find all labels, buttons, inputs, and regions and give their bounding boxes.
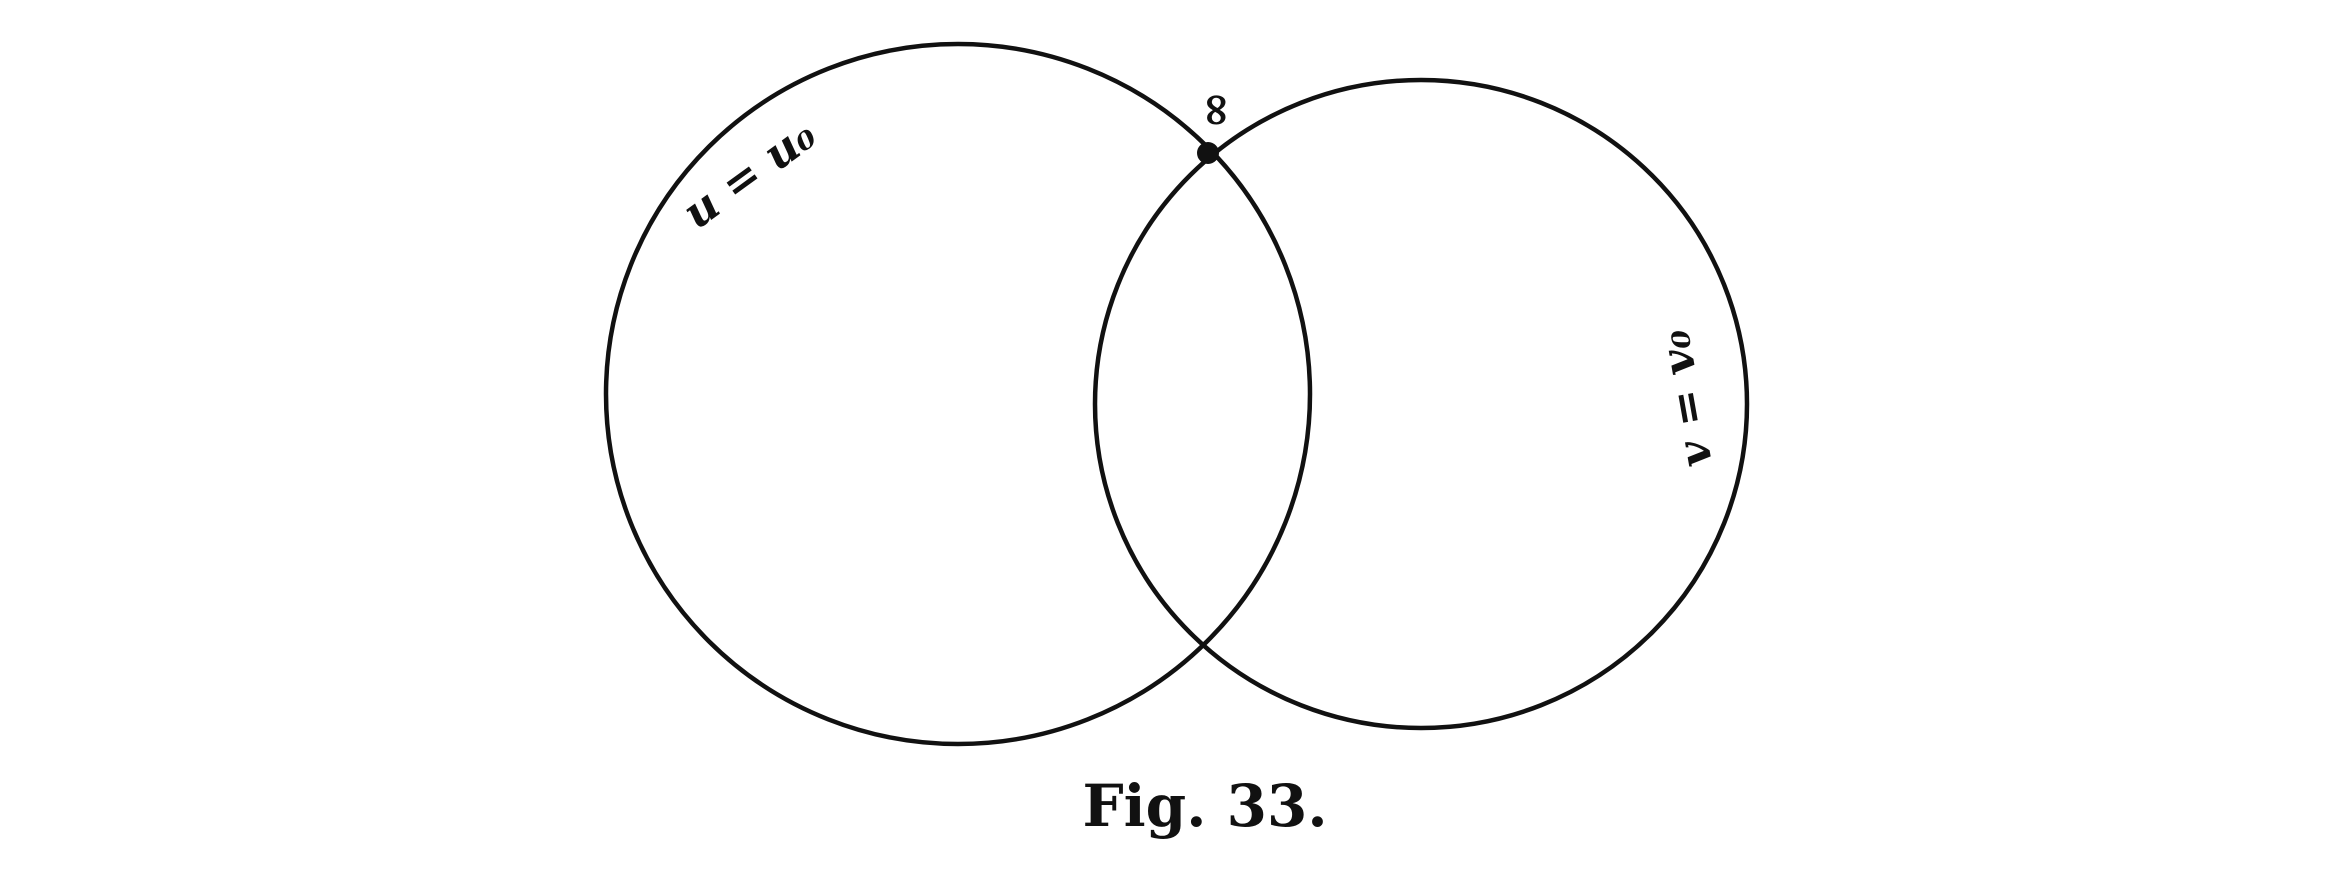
figure-caption: Fig. 33. (1082, 772, 1327, 840)
right-circle-label: v = v₀ (1649, 326, 1723, 471)
left-circle (603, 41, 1313, 747)
left-circle-label: u = u₀ (674, 109, 826, 239)
infinity-point (1197, 142, 1219, 164)
right-circle (1092, 77, 1750, 731)
infinity-label: ∞ (1187, 91, 1241, 129)
